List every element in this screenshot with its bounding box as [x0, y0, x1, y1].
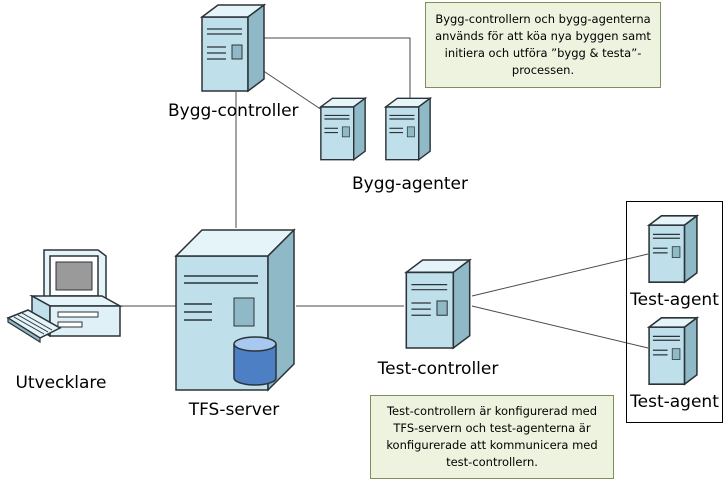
tfs-server-node[interactable]: [172, 226, 302, 398]
tfs-server-label: TFS-server: [188, 400, 280, 420]
test-agent-1-node[interactable]: [646, 214, 700, 288]
test-controller-node[interactable]: [400, 258, 476, 354]
build-controller-node[interactable]: [198, 3, 268, 97]
server-tower-icon: [646, 316, 700, 386]
build-controller-label: Bygg-controller: [168, 101, 299, 121]
build-process-note: Bygg-controllern och bygg-agenterna anvä…: [425, 2, 661, 88]
test-configuration-note: Test-controllern är konfigurerad med TFS…: [370, 395, 614, 479]
line-testcontroller-testagent1: [471, 253, 649, 297]
line-testcontroller-testagent2: [471, 305, 649, 349]
test-agent-2-label: Test-agent: [630, 392, 719, 412]
server-tower-icon: [646, 214, 700, 284]
line-buildcontroller-agent1: [261, 69, 323, 111]
developer-node[interactable]: [2, 244, 124, 360]
server-tower-icon: [404, 258, 472, 350]
build-agent-1-node[interactable]: [318, 96, 368, 166]
build-agent-2-node[interactable]: [383, 96, 433, 166]
developer-label: Utvecklare: [15, 373, 107, 393]
server-database-icon: [174, 228, 296, 392]
build-agents-label: Bygg-agenter: [352, 174, 468, 194]
server-tower-icon: [199, 3, 267, 93]
test-agent-2-node[interactable]: [646, 316, 700, 390]
test-controller-label: Test-controller: [377, 359, 499, 379]
desktop-computer-icon: [6, 249, 123, 344]
test-agents-group: [626, 201, 723, 423]
server-tower-icon: [383, 96, 433, 162]
line-buildcontroller-agent2: [262, 37, 411, 98]
server-tower-icon: [318, 96, 368, 162]
test-agent-1-label: Test-agent: [630, 290, 719, 310]
